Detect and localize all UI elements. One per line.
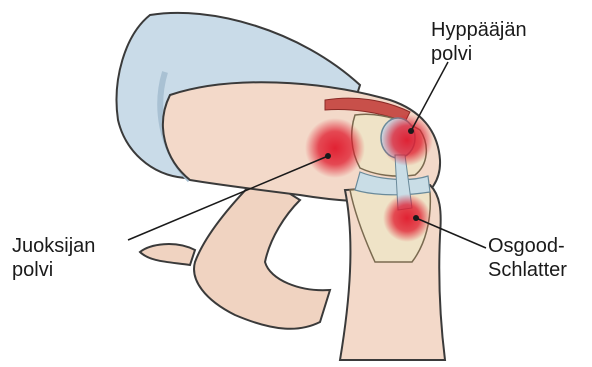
runner-knee-label-line2: polvi [12, 258, 95, 282]
jumper-knee-label: Hyppääjän polvi [431, 18, 527, 66]
osgood-label-line2: Schlatter [488, 258, 567, 282]
runner-knee-label: Juoksijan polvi [12, 234, 95, 282]
osgood-spot [383, 194, 431, 242]
back-foot [140, 244, 195, 265]
jumper-knee-pointer [411, 62, 448, 131]
jumper-knee-dot [408, 128, 414, 134]
jumper-knee-label-line1: Hyppääjän [431, 18, 527, 42]
runner-knee-dot [325, 153, 331, 159]
osgood-dot [413, 215, 419, 221]
osgood-label-line1: Osgood- [488, 234, 567, 258]
osgood-label: Osgood- Schlatter [488, 234, 567, 282]
runner-knee-label-line1: Juoksijan [12, 234, 95, 258]
runner-knee-spot [305, 118, 365, 178]
back-leg [194, 175, 330, 329]
jumper-knee-spot [381, 114, 433, 166]
jumper-knee-label-line2: polvi [431, 42, 527, 66]
